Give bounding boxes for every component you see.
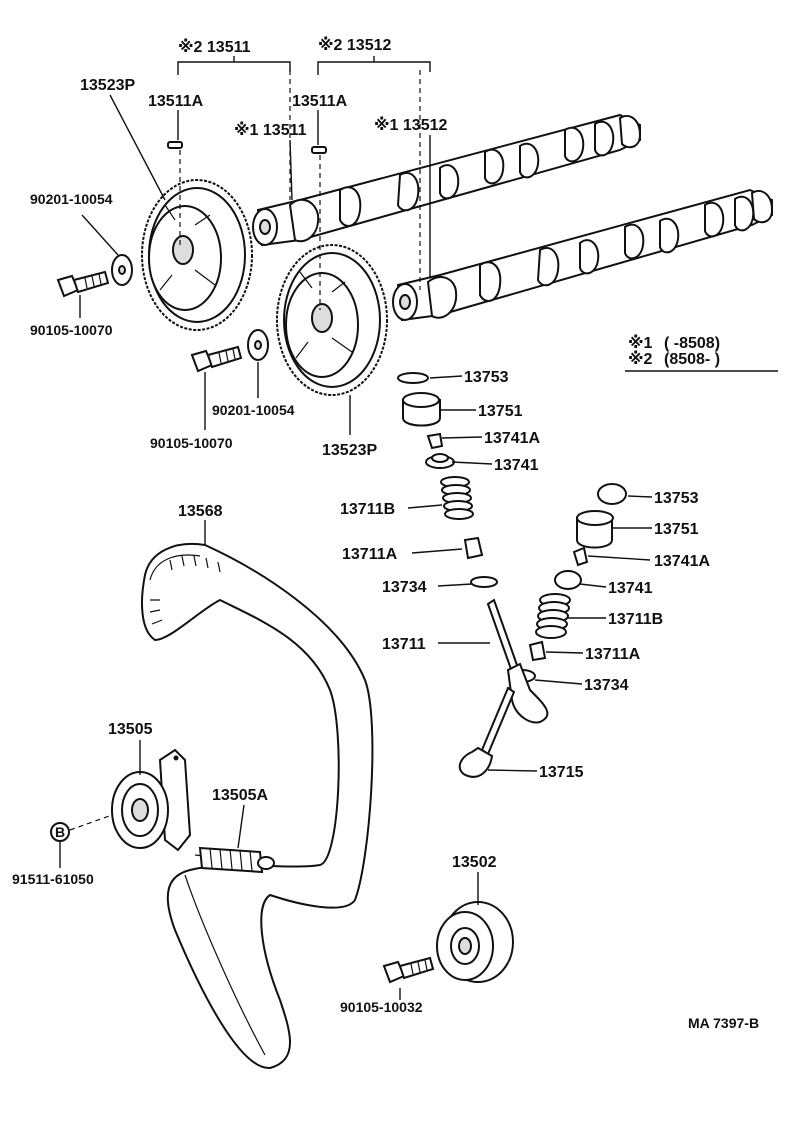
- timing-belt: [141, 542, 374, 1070]
- spring-seat-a: [470, 576, 498, 588]
- label-90201-top: 90201-10054: [30, 191, 113, 207]
- reference-mark-b: B: [55, 824, 65, 840]
- knock-pin-right: [311, 146, 327, 154]
- knock-pin-left: [167, 141, 183, 149]
- label-13512-note1: ※1 13512: [374, 116, 447, 134]
- exhaust-valve: [458, 686, 516, 778]
- legend-note2-text: (8508- ): [664, 351, 720, 368]
- intake-valve: [486, 598, 549, 724]
- label-13734-b: 13734: [584, 677, 629, 694]
- label-90105-left: 90105-10070: [30, 322, 113, 338]
- timing-belt-tensioner: [111, 748, 192, 852]
- label-13741A-b: 13741A: [654, 553, 710, 570]
- label-13523P-bottom: 13523P: [322, 442, 377, 459]
- camshaft-lower: [392, 188, 774, 322]
- idler-pulley: [436, 901, 514, 983]
- label-13512-note2: ※2 13512: [318, 36, 391, 54]
- valve-spring-b: [535, 593, 571, 639]
- label-13715: 13715: [539, 764, 584, 781]
- valve-stem-oil-seal-b: [528, 640, 547, 662]
- label-13711A-b: 13711A: [585, 646, 641, 663]
- spring-retainer-a: [425, 453, 455, 469]
- valve-stem-oil-seal-a: [463, 536, 484, 560]
- label-13505: 13505: [108, 721, 153, 738]
- label-13753-b: 13753: [654, 490, 699, 507]
- label-13511A-left: 13511A: [148, 93, 204, 110]
- valve-spring-a: [440, 476, 474, 520]
- label-90105-mid: 90105-10070: [150, 435, 233, 451]
- label-91511: 91511-61050: [12, 871, 94, 887]
- label-13523P-top: 13523P: [80, 77, 135, 94]
- legend: ※1 ( -8508) ※2 (8508- ): [625, 334, 778, 372]
- label-90105-bottom: 90105-10032: [340, 999, 423, 1015]
- label-13711B-a: 13711B: [340, 501, 395, 518]
- label-13711: 13711: [382, 636, 426, 653]
- keeper-b: [572, 546, 589, 567]
- label-13753-a: 13753: [464, 369, 509, 386]
- camshaft-upper: [252, 113, 642, 247]
- bolt-middle: [190, 345, 243, 373]
- label-13511-note2: ※2 13511: [178, 38, 251, 56]
- legend-note2-mark: ※2: [628, 350, 653, 368]
- adjusting-shim-a: [397, 372, 429, 384]
- camshaft-timing-pulley-upper: [141, 179, 253, 331]
- adjusting-shim-b: [597, 483, 627, 505]
- leader-lines: [79, 56, 653, 1000]
- label-90201-mid: 90201-10054: [212, 402, 295, 418]
- keeper-a: [426, 432, 444, 450]
- camshaft-timing-pulley-lower: [276, 244, 388, 396]
- valve-lifter-b: [576, 510, 614, 549]
- label-13711B-b: 13711B: [608, 611, 663, 628]
- label-13741-a: 13741: [494, 457, 539, 474]
- label-13741-b: 13741: [608, 580, 653, 597]
- reference-mark-b-circle: [50, 822, 70, 842]
- label-13505A: 13505A: [212, 787, 268, 804]
- label-13502: 13502: [452, 854, 497, 871]
- label-13511-note1: ※1 13511: [234, 121, 307, 139]
- spring-retainer-b: [554, 570, 582, 590]
- bolt-idler: [382, 956, 435, 984]
- legend-note1-mark: ※1: [628, 334, 653, 352]
- label-13741A-a: 13741A: [484, 430, 540, 447]
- label-13751-b: 13751: [654, 521, 699, 538]
- reference-code: MA 7397-B: [688, 1015, 759, 1031]
- valve-lifter-a: [402, 392, 441, 427]
- label-13711A-a: 13711A: [342, 546, 398, 563]
- label-13568: 13568: [178, 503, 223, 520]
- legend-note1-text: ( -8508): [664, 335, 720, 352]
- label-13734-a: 13734: [382, 579, 427, 596]
- label-13751-a: 13751: [478, 403, 523, 420]
- tension-spring: [194, 846, 275, 874]
- bolt-upper: [56, 270, 110, 298]
- part-labels: ※2 13511 ※2 13512 13523P 13511A 13511A ※…: [12, 36, 759, 1031]
- label-13511A-right: 13511A: [292, 93, 348, 110]
